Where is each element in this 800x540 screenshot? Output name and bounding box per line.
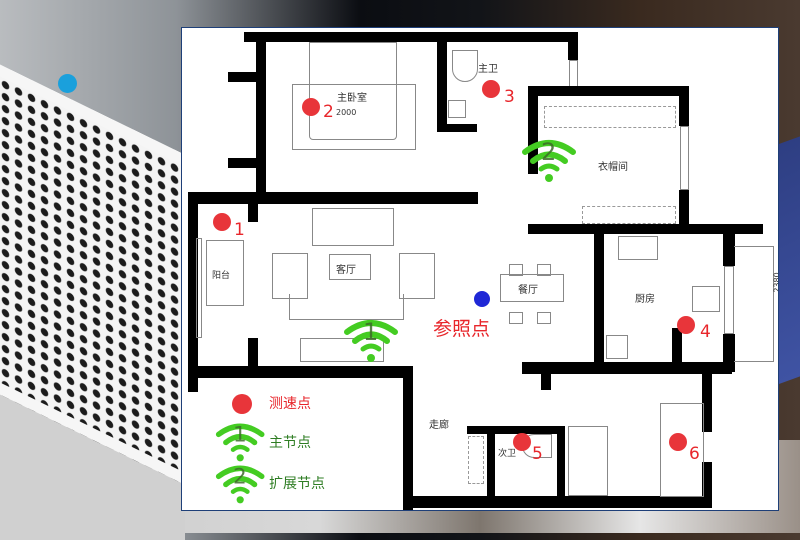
chair: [509, 312, 523, 324]
wall: [528, 86, 538, 174]
reference-point-label: 参照点: [433, 318, 491, 340]
window: [724, 266, 734, 334]
wall: [541, 372, 551, 390]
window: [569, 60, 578, 88]
legend-extender-node-label: 扩展节点: [269, 476, 325, 492]
wall: [403, 366, 413, 510]
room-label-kitchen: 厨房: [635, 294, 655, 305]
wall: [403, 496, 712, 508]
room-label-master-bath: 主卫: [478, 64, 498, 75]
wall: [528, 224, 763, 234]
wall: [437, 32, 577, 42]
washer: [606, 335, 628, 359]
wall: [702, 462, 712, 506]
test-point-5: [513, 433, 531, 451]
armchair: [399, 253, 435, 299]
legend-extender-node-number: 2: [233, 463, 247, 489]
sofa: [312, 208, 394, 246]
wardrobe: [582, 206, 676, 224]
armchair: [272, 253, 308, 299]
window: [196, 238, 202, 338]
test-point-1-label: 1: [234, 220, 245, 240]
room-label-closet: 衣帽间: [598, 162, 628, 173]
main-node-wifi-icon: 1: [343, 316, 399, 364]
wall: [188, 192, 478, 204]
test-point-5-label: 5: [532, 444, 543, 464]
wall: [228, 72, 266, 82]
test-point-2-label: 2: [323, 102, 334, 122]
legend-extender-node-icon: 2: [215, 462, 265, 505]
wall: [594, 228, 604, 364]
chair: [537, 312, 551, 324]
wall: [672, 328, 682, 368]
wall: [228, 158, 266, 168]
legend-main-node-label: 主节点: [269, 435, 311, 451]
test-point-3-label: 3: [504, 87, 515, 107]
wall: [568, 32, 578, 60]
dimension-line: [734, 246, 774, 362]
wall: [679, 190, 689, 230]
wall: [437, 32, 447, 132]
dining-table: [500, 274, 564, 302]
dimension-2380: 2380: [772, 272, 779, 293]
room-label-hallway: 走廊: [429, 420, 449, 431]
wall: [256, 32, 266, 192]
wall: [467, 426, 561, 434]
room-label-balcony: 阳台: [212, 271, 231, 281]
legend-test-point-label: 测速点: [269, 396, 311, 412]
chair: [537, 264, 551, 276]
router-led-icon: [58, 74, 77, 93]
test-point-6: [669, 433, 687, 451]
wall: [437, 124, 477, 132]
wall: [522, 362, 732, 374]
wall: [528, 86, 688, 96]
room-label-living-room: 客厅: [336, 265, 356, 276]
extender-node-wifi-icon: 2: [521, 136, 577, 184]
test-point-4: [677, 316, 695, 334]
wall: [679, 86, 689, 126]
wall: [248, 192, 258, 222]
wall: [702, 372, 712, 432]
room-label-dining: 餐厅: [518, 285, 538, 296]
test-point-4-label: 4: [700, 322, 711, 342]
reference-point: [474, 291, 490, 307]
bed-6: [660, 403, 704, 497]
balcony-chair: [206, 240, 244, 306]
wall: [188, 192, 198, 392]
wardrobe: [544, 106, 676, 128]
extender-node-number: 2: [541, 138, 557, 166]
bed: [309, 42, 397, 140]
wall: [723, 228, 735, 266]
test-point-3: [482, 80, 500, 98]
wall: [557, 426, 565, 502]
tv-cabinet: [300, 338, 384, 362]
wall: [487, 426, 495, 502]
chair: [509, 264, 523, 276]
dimension-2000: 2000: [336, 108, 357, 117]
toilet: [452, 50, 478, 82]
room-label-guest-bath: 次卫: [498, 449, 517, 459]
legend-main-node-icon: 1: [215, 420, 265, 463]
wall: [244, 32, 519, 42]
sink: [448, 100, 466, 118]
rug: [289, 294, 404, 320]
test-point-6-label: 6: [689, 444, 700, 464]
coffee-table: [329, 254, 371, 280]
stove: [618, 236, 658, 260]
wall: [188, 366, 413, 378]
rug: [292, 84, 416, 150]
legend: 测速点 1 主节点 2 扩展节点: [202, 380, 402, 510]
kitchen-sink: [692, 286, 720, 312]
test-point-2: [302, 98, 320, 116]
desk: [568, 426, 608, 496]
floor-plan-panel: 主卧室 2000 主卫 衣帽间 客厅 阳台 餐厅 厨房 2380 走廊 次卫 1…: [181, 27, 779, 511]
legend-main-node-number: 1: [233, 421, 247, 447]
main-node-number: 1: [363, 318, 379, 346]
room-label-master-bedroom: 主卧室: [337, 93, 367, 104]
legend-test-point-icon: [232, 394, 252, 414]
wall: [248, 338, 258, 378]
cabinet: [468, 436, 484, 484]
test-point-1: [213, 213, 231, 231]
window: [680, 126, 689, 190]
